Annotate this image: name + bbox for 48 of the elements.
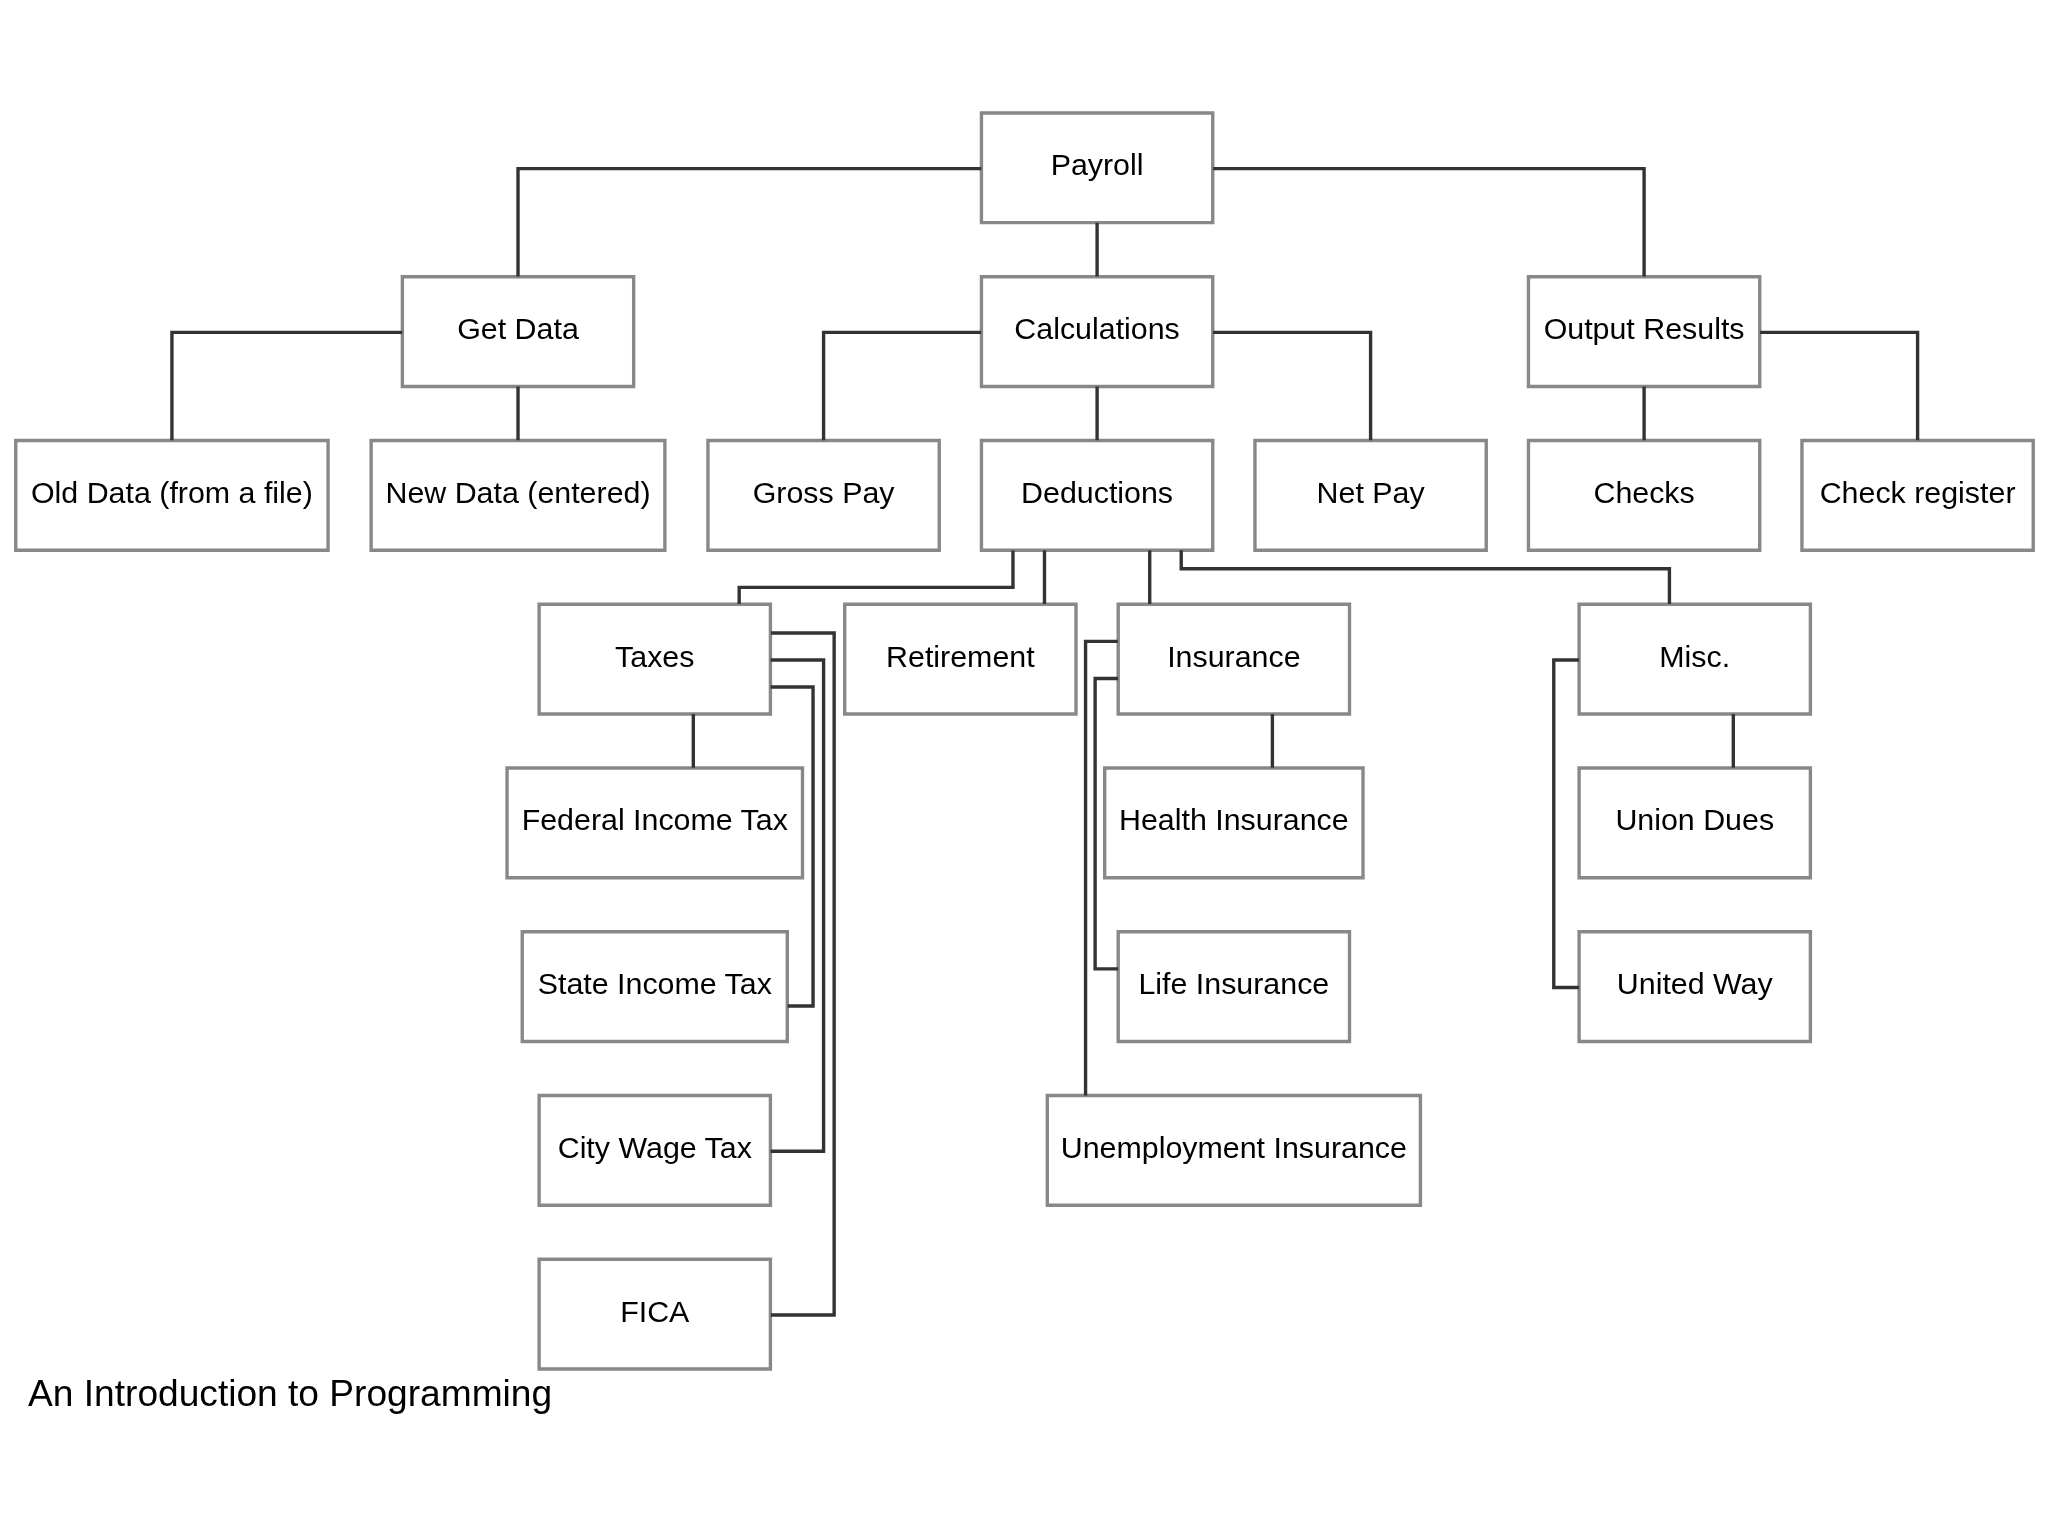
connector [821,330,981,441]
connector [770,658,825,1153]
connector [691,714,695,768]
node-box: Checks [1526,438,1761,552]
connector [737,550,1015,604]
node-box: Output Results [1526,275,1761,389]
node-box: United Way [1576,930,1812,1044]
node-box: Taxes [536,602,772,716]
connector [1094,222,1099,277]
connector [1270,714,1274,768]
connector [1731,714,1735,768]
node-box: State Income Tax [520,930,789,1044]
node-box: Unemployment Insurance [1045,1093,1422,1207]
node-box: New Data (entered) [368,438,667,552]
node-box: Payroll [979,111,1214,225]
connector [515,386,520,441]
connector [1094,386,1099,441]
node-box: Insurance [1116,602,1351,716]
connector [169,330,402,441]
connector [770,631,836,1317]
node-box: Old Data (from a file) [13,438,330,552]
node-box: Gross Pay [705,438,941,552]
node-box: Calculations [979,275,1214,389]
node-box: Check register [1799,438,2035,552]
caption: An Introduction to Programming [27,1371,552,1414]
node-box: Life Insurance [1116,930,1351,1044]
connector [1641,386,1646,441]
connector [1083,639,1118,1096]
connector [1092,676,1118,971]
connector [515,166,981,277]
connector [1551,658,1579,990]
node-box: FICA [536,1257,772,1371]
connector [1212,330,1372,441]
connector [1212,166,1646,277]
node-box: Union Dues [1576,766,1812,880]
node-box: Retirement [842,602,1078,716]
node-box: City Wage Tax [536,1093,772,1207]
connector [1759,330,1919,441]
node-box: Federal Income Tax [504,766,804,880]
node-box: Misc. [1576,602,1812,716]
connector [1042,550,1046,604]
connector [770,685,815,1008]
connector [1147,550,1151,604]
node-box: Net Pay [1252,438,1488,552]
node-box: Get Data [400,275,635,389]
connector [1179,550,1671,604]
node-box: Deductions [979,438,1214,552]
node-box: Health Insurance [1102,766,1365,880]
